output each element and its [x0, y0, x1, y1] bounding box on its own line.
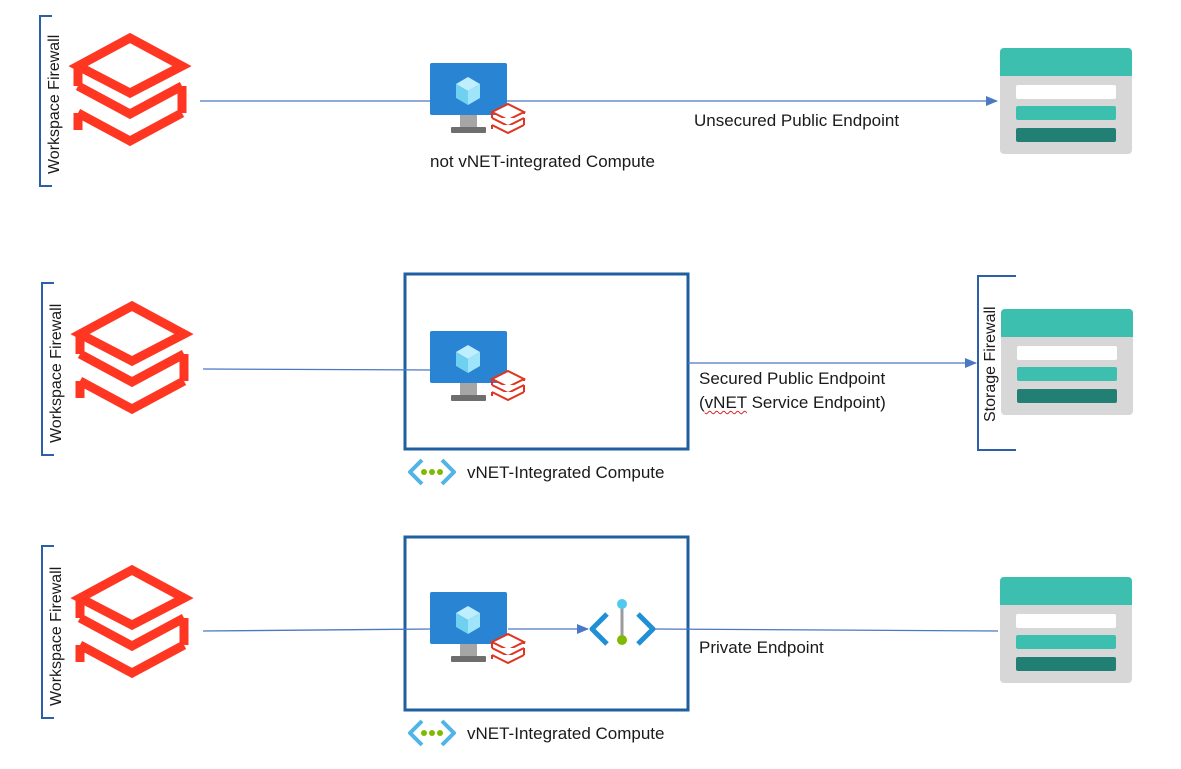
workspace-firewall-bracket: [41, 282, 54, 456]
virtual-machine-icon: [430, 331, 507, 401]
row-3: [41, 535, 1132, 747]
storage-account-icon: [1001, 309, 1133, 415]
workspace-firewall-label: Workspace Firewall: [48, 303, 65, 443]
vnet-boundary: [403, 535, 690, 712]
workspace-firewall-bracket: [41, 545, 54, 719]
workspace-firewall-label: Workspace Firewall: [48, 566, 65, 706]
databricks-icon: [80, 306, 184, 409]
virtual-machine-icon: [430, 63, 507, 133]
endpoint-label: Unsecured Public Endpoint: [694, 111, 900, 130]
databricks-icon: [80, 570, 184, 673]
connection-line: [653, 628, 999, 632]
compute-label: vNET-Integrated Compute: [467, 463, 665, 482]
vnet-icon: [408, 719, 456, 747]
workspace-firewall-bracket: [39, 15, 52, 187]
endpoint-label: Private Endpoint: [699, 638, 824, 657]
row-1: [39, 15, 1132, 187]
virtual-machine-icon: [430, 592, 507, 662]
storage-firewall-bracket: [977, 275, 1016, 451]
connection-line: [202, 628, 433, 632]
endpoint-label: Secured Public Endpoint: [699, 369, 886, 388]
private-endpoint-icon: [589, 599, 656, 646]
storage-firewall-label: Storage Firewall: [982, 306, 999, 422]
vnet-boundary: [403, 272, 690, 451]
endpoint-sublabel: (vNET Service Endpoint): [699, 393, 886, 412]
compute-label: vNET-Integrated Compute: [467, 724, 665, 743]
connection-line: [202, 368, 433, 371]
storage-account-icon: [1000, 48, 1132, 154]
row-2: [41, 272, 1133, 486]
databricks-icon: [78, 38, 182, 141]
storage-account-icon: [1000, 577, 1132, 683]
compute-label: not vNET-integrated Compute: [430, 152, 655, 171]
vnet-icon: [408, 458, 456, 486]
workspace-firewall-label: Workspace Firewall: [46, 34, 63, 174]
